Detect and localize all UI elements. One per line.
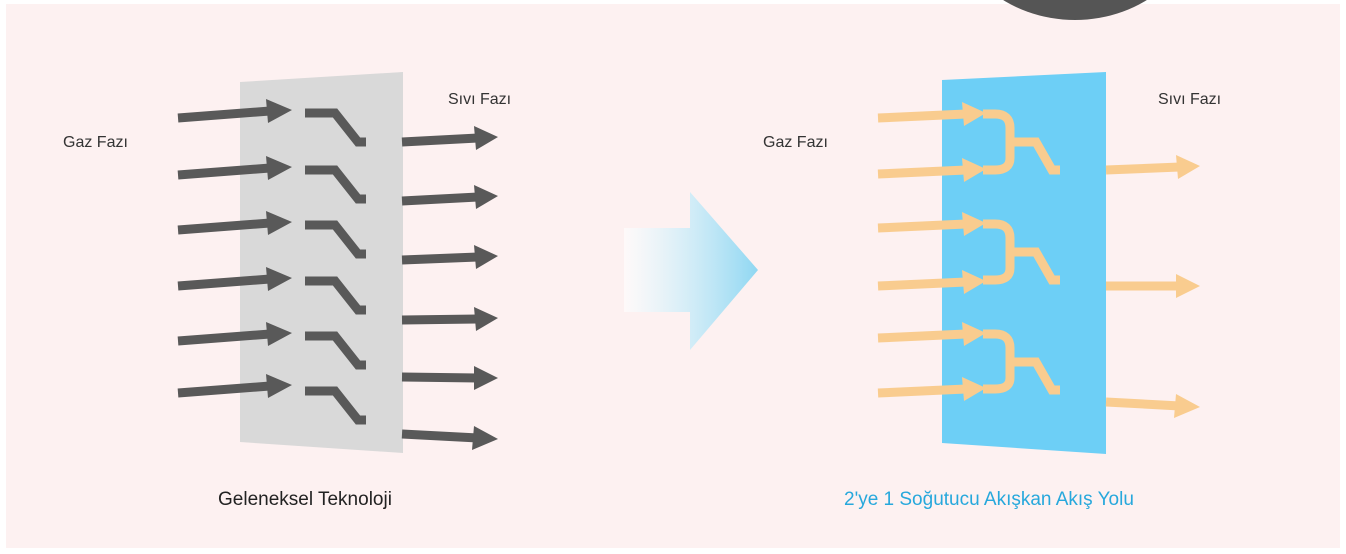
two-in-one-flow-diagram	[877, 72, 1200, 454]
left-caption: Geleneksel Teknoloji	[218, 489, 392, 510]
right-liquid-phase-label: Sıvı Fazı	[1158, 91, 1222, 108]
arrow-right-icon	[624, 192, 758, 350]
left-liquid-phase-label: Sıvı Fazı	[448, 91, 512, 108]
right-gas-phase-label: Gaz Fazı	[763, 134, 828, 151]
conventional-technology-diagram	[177, 72, 498, 453]
left-gas-phase-label: Gaz Fazı	[63, 134, 128, 151]
right-caption: 2'ye 1 Soğutucu Akışkan Akış Yolu	[844, 489, 1134, 510]
heat-exchanger-plate-gray	[240, 72, 403, 453]
